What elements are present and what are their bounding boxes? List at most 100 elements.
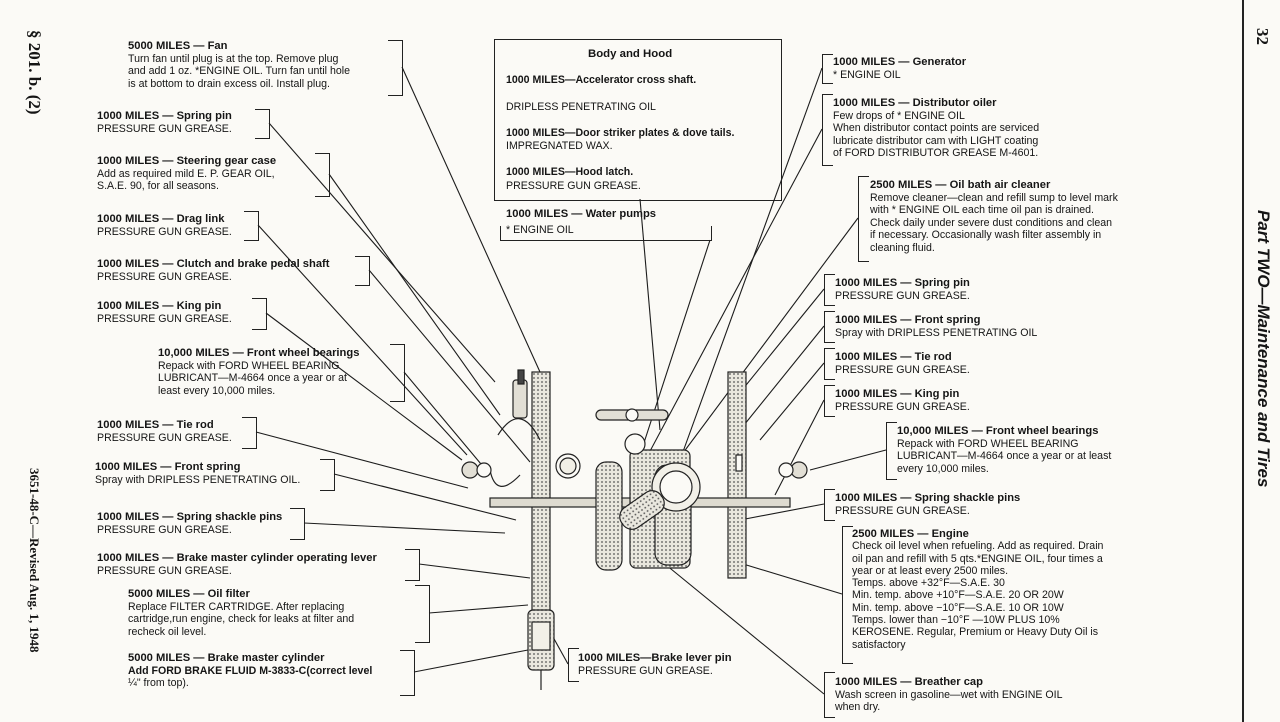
right-generator: 1000 MILES — Generator * ENGINE OIL (833, 56, 966, 81)
right-engine-line-6: Min. temp. above −10°F—S.A.E. 10 OR 10W (852, 601, 1064, 614)
left-spring-pin: 1000 MILES — Spring pin PRESSURE GUN GRE… (97, 110, 232, 135)
right-generator-bracket (822, 54, 833, 84)
left-steering-heading: 1000 MILES — Steering gear case (97, 155, 277, 167)
right-spring-pin-heading: 1000 MILES — Spring pin (835, 277, 970, 289)
right-tie-rod-bracket (824, 348, 835, 380)
left-front-spring: 1000 MILES — Front spring Spray with DRI… (95, 461, 300, 486)
right-engine-line-8: KEROSENE. Regular, Premium or Heavy Duty… (852, 626, 1099, 639)
right-breather-bracket (824, 672, 835, 718)
left-tie-rod-line-1: PRESSURE GUN GREASE. (97, 431, 232, 444)
chassis-illustration (255, 66, 887, 695)
left-brake-lever-heading: 1000 MILES — Brake master cylinder opera… (97, 552, 377, 564)
left-drag-link-heading: 1000 MILES — Drag link (97, 213, 225, 225)
body-hood-title: Body and Hood (588, 48, 673, 60)
brake-lever-pin-heading: 1000 MILES—Brake lever pin (578, 652, 732, 664)
right-spring-pin-bracket (824, 274, 835, 306)
right-wheel-bracket (886, 422, 897, 480)
right-engine-line-9: satisfactory (852, 638, 906, 651)
right-distributor: 1000 MILES — Distributor oiler Few drops… (833, 97, 1039, 160)
right-shackle-heading: 1000 MILES — Spring shackle pins (835, 492, 1021, 504)
left-master-bracket (400, 650, 415, 696)
right-front-spring: 1000 MILES — Front spring Spray with DRI… (835, 314, 1037, 339)
right-breather-cap: 1000 MILES — Breather cap Wash screen in… (835, 676, 1062, 714)
right-breather-heading: 1000 MILES — Breather cap (835, 676, 983, 688)
right-tie-rod-heading: 1000 MILES — Tie rod (835, 351, 952, 363)
left-master-line-2: ¼" from top). (128, 677, 189, 690)
left-oil-filter-bracket (415, 585, 430, 643)
left-wheel-heading: 10,000 MILES — Front wheel bearings (158, 347, 360, 359)
left-king-pin-line-1: PRESSURE GUN GREASE. (97, 312, 232, 325)
right-distributor-heading: 1000 MILES — Distributor oiler (833, 97, 997, 109)
dripless-oil: DRIPLESS PENETRATING OIL (506, 101, 656, 113)
left-clutch-pedal: 1000 MILES — Clutch and brake pedal shaf… (97, 258, 330, 283)
left-master-cylinder: 5000 MILES — Brake master cylinder Add F… (128, 652, 372, 690)
right-distributor-line-3: lubricate distributor cam with LIGHT coa… (833, 134, 1039, 147)
right-front-spring-line-1: Spray with DRIPLESS PENETRATING OIL (835, 326, 1038, 339)
right-air-cleaner: 2500 MILES — Oil bath air cleaner Remove… (870, 179, 1118, 255)
left-master-heading: 5000 MILES — Brake master cylinder (128, 652, 325, 664)
brake-lever-pin: 1000 MILES—Brake lever pin PRESSURE GUN … (578, 652, 732, 677)
right-front-spring-heading: 1000 MILES — Front spring (835, 314, 981, 326)
right-engine-line-1: Check oil level when refueling. Add as r… (852, 540, 1104, 553)
water-pumps-oil: * ENGINE OIL (506, 223, 574, 236)
left-wheel-line-1: Repack with FORD WHEEL BEARING (158, 359, 340, 372)
left-wheel-bearings: 10,000 MILES — Front wheel bearings Repa… (158, 347, 359, 397)
right-air-cleaner-bracket (858, 176, 869, 262)
left-brake-lever: 1000 MILES — Brake master cylinder opera… (97, 552, 377, 577)
impregnated-wax: IMPREGNATED WAX. (506, 140, 613, 152)
left-fan: 5000 MILES — Fan Turn fan until plug is … (128, 40, 350, 90)
right-king-pin-heading: 1000 MILES — King pin (835, 388, 960, 400)
left-spring-pin-heading: 1000 MILES — Spring pin (97, 110, 232, 122)
right-air-cleaner-heading: 2500 MILES — Oil bath air cleaner (870, 179, 1051, 191)
door-striker: 1000 MILES—Door striker plates & dove ta… (506, 127, 735, 139)
hood-grease: PRESSURE GUN GREASE. (506, 180, 641, 192)
left-tie-rod-heading: 1000 MILES — Tie rod (97, 419, 214, 431)
left-tie-rod: 1000 MILES — Tie rod PRESSURE GUN GREASE… (97, 419, 232, 444)
left-front-spring-line-1: Spray with DRIPLESS PENETRATING OIL. (95, 473, 301, 486)
right-air-cleaner-line-4: if necessary. Occasionally wash filter a… (870, 229, 1102, 242)
left-fan-line-2: and add 1 oz. *ENGINE OIL. Turn fan unti… (128, 65, 351, 78)
left-wheel-line-3: least every 10,000 miles. (158, 384, 276, 397)
right-distributor-line-1: Few drops of * ENGINE OIL (833, 109, 965, 122)
left-fan-line-3: is at bottom to drain excess oil. Instal… (128, 77, 330, 90)
leader-lines (255, 66, 887, 695)
right-engine-line-7: Temps. lower than −10°F —10W PLUS 10% (852, 614, 1060, 627)
left-front-spring-heading: 1000 MILES — Front spring (95, 461, 241, 473)
right-spring-pin-line-1: PRESSURE GUN GREASE. (835, 289, 970, 302)
right-shackle-bracket (824, 489, 835, 521)
right-tie-rod: 1000 MILES — Tie rod PRESSURE GUN GREASE… (835, 351, 970, 376)
left-shackle-heading: 1000 MILES — Spring shackle pins (97, 511, 283, 523)
left-brake-lever-line-1: PRESSURE GUN GREASE. (97, 564, 232, 577)
right-distributor-bracket (822, 94, 833, 166)
right-tie-rod-line-1: PRESSURE GUN GREASE. (835, 363, 970, 376)
water-pumps-label: 1000 MILES — Water pumps * ENGINE OIL (506, 208, 656, 236)
left-shackle-pins: 1000 MILES — Spring shackle pins PRESSUR… (97, 511, 282, 536)
left-wheel-line-2: LUBRICANT—M-4664 once a year or at (158, 372, 347, 385)
part-title: Part TWO—Maintenance and Tires (1254, 210, 1273, 488)
left-fan-line-1: Turn fan until plug is at the top. Remov… (128, 52, 339, 65)
right-wheel-line-2: LUBRICANT—M-4664 once a year or at least (897, 450, 1112, 463)
frame (461, 369, 808, 690)
right-breather-line-1: Wash screen in gasoline—wet with ENGINE … (835, 688, 1063, 701)
left-master-line-1: Add FORD BRAKE FLUID M-3833-C(correct le… (128, 664, 373, 677)
left-king-pin-heading: 1000 MILES — King pin (97, 300, 222, 312)
left-clutch-line-1: PRESSURE GUN GREASE. (97, 270, 232, 283)
water-pumps-heading: 1000 MILES — Water pumps (506, 208, 657, 220)
right-engine: 2500 MILES — Engine Check oil level when… (852, 528, 1103, 651)
right-front-spring-bracket (824, 311, 835, 343)
left-steering-gear: 1000 MILES — Steering gear case Add as r… (97, 155, 276, 193)
right-air-cleaner-line-1: Remove cleaner—clean and refill sump to … (870, 191, 1118, 204)
page-number: 32 (1253, 28, 1272, 45)
right-wheel-bearings: 10,000 MILES — Front wheel bearings Repa… (897, 425, 1111, 475)
left-front-spring-bracket (320, 459, 335, 491)
left-fan-heading: 5000 MILES — Fan (128, 40, 228, 52)
right-air-cleaner-line-2: with * ENGINE OIL each time oil pan is d… (870, 204, 1094, 217)
left-shackle-line-1: PRESSURE GUN GREASE. (97, 523, 232, 536)
right-wheel-heading: 10,000 MILES — Front wheel bearings (897, 425, 1099, 437)
left-oil-filter-line-2: cartridge,run engine, check for leaks at… (128, 613, 355, 626)
left-steering-line-2: S.A.E. 90, for all seasons. (97, 180, 219, 193)
right-distributor-line-2: When distributor contact points are serv… (833, 122, 1040, 135)
right-engine-line-3: year or at least every 2500 miles. (852, 564, 1009, 577)
right-engine-bracket (842, 526, 853, 664)
right-air-cleaner-line-3: Check daily under severe dust conditions… (870, 216, 1113, 229)
